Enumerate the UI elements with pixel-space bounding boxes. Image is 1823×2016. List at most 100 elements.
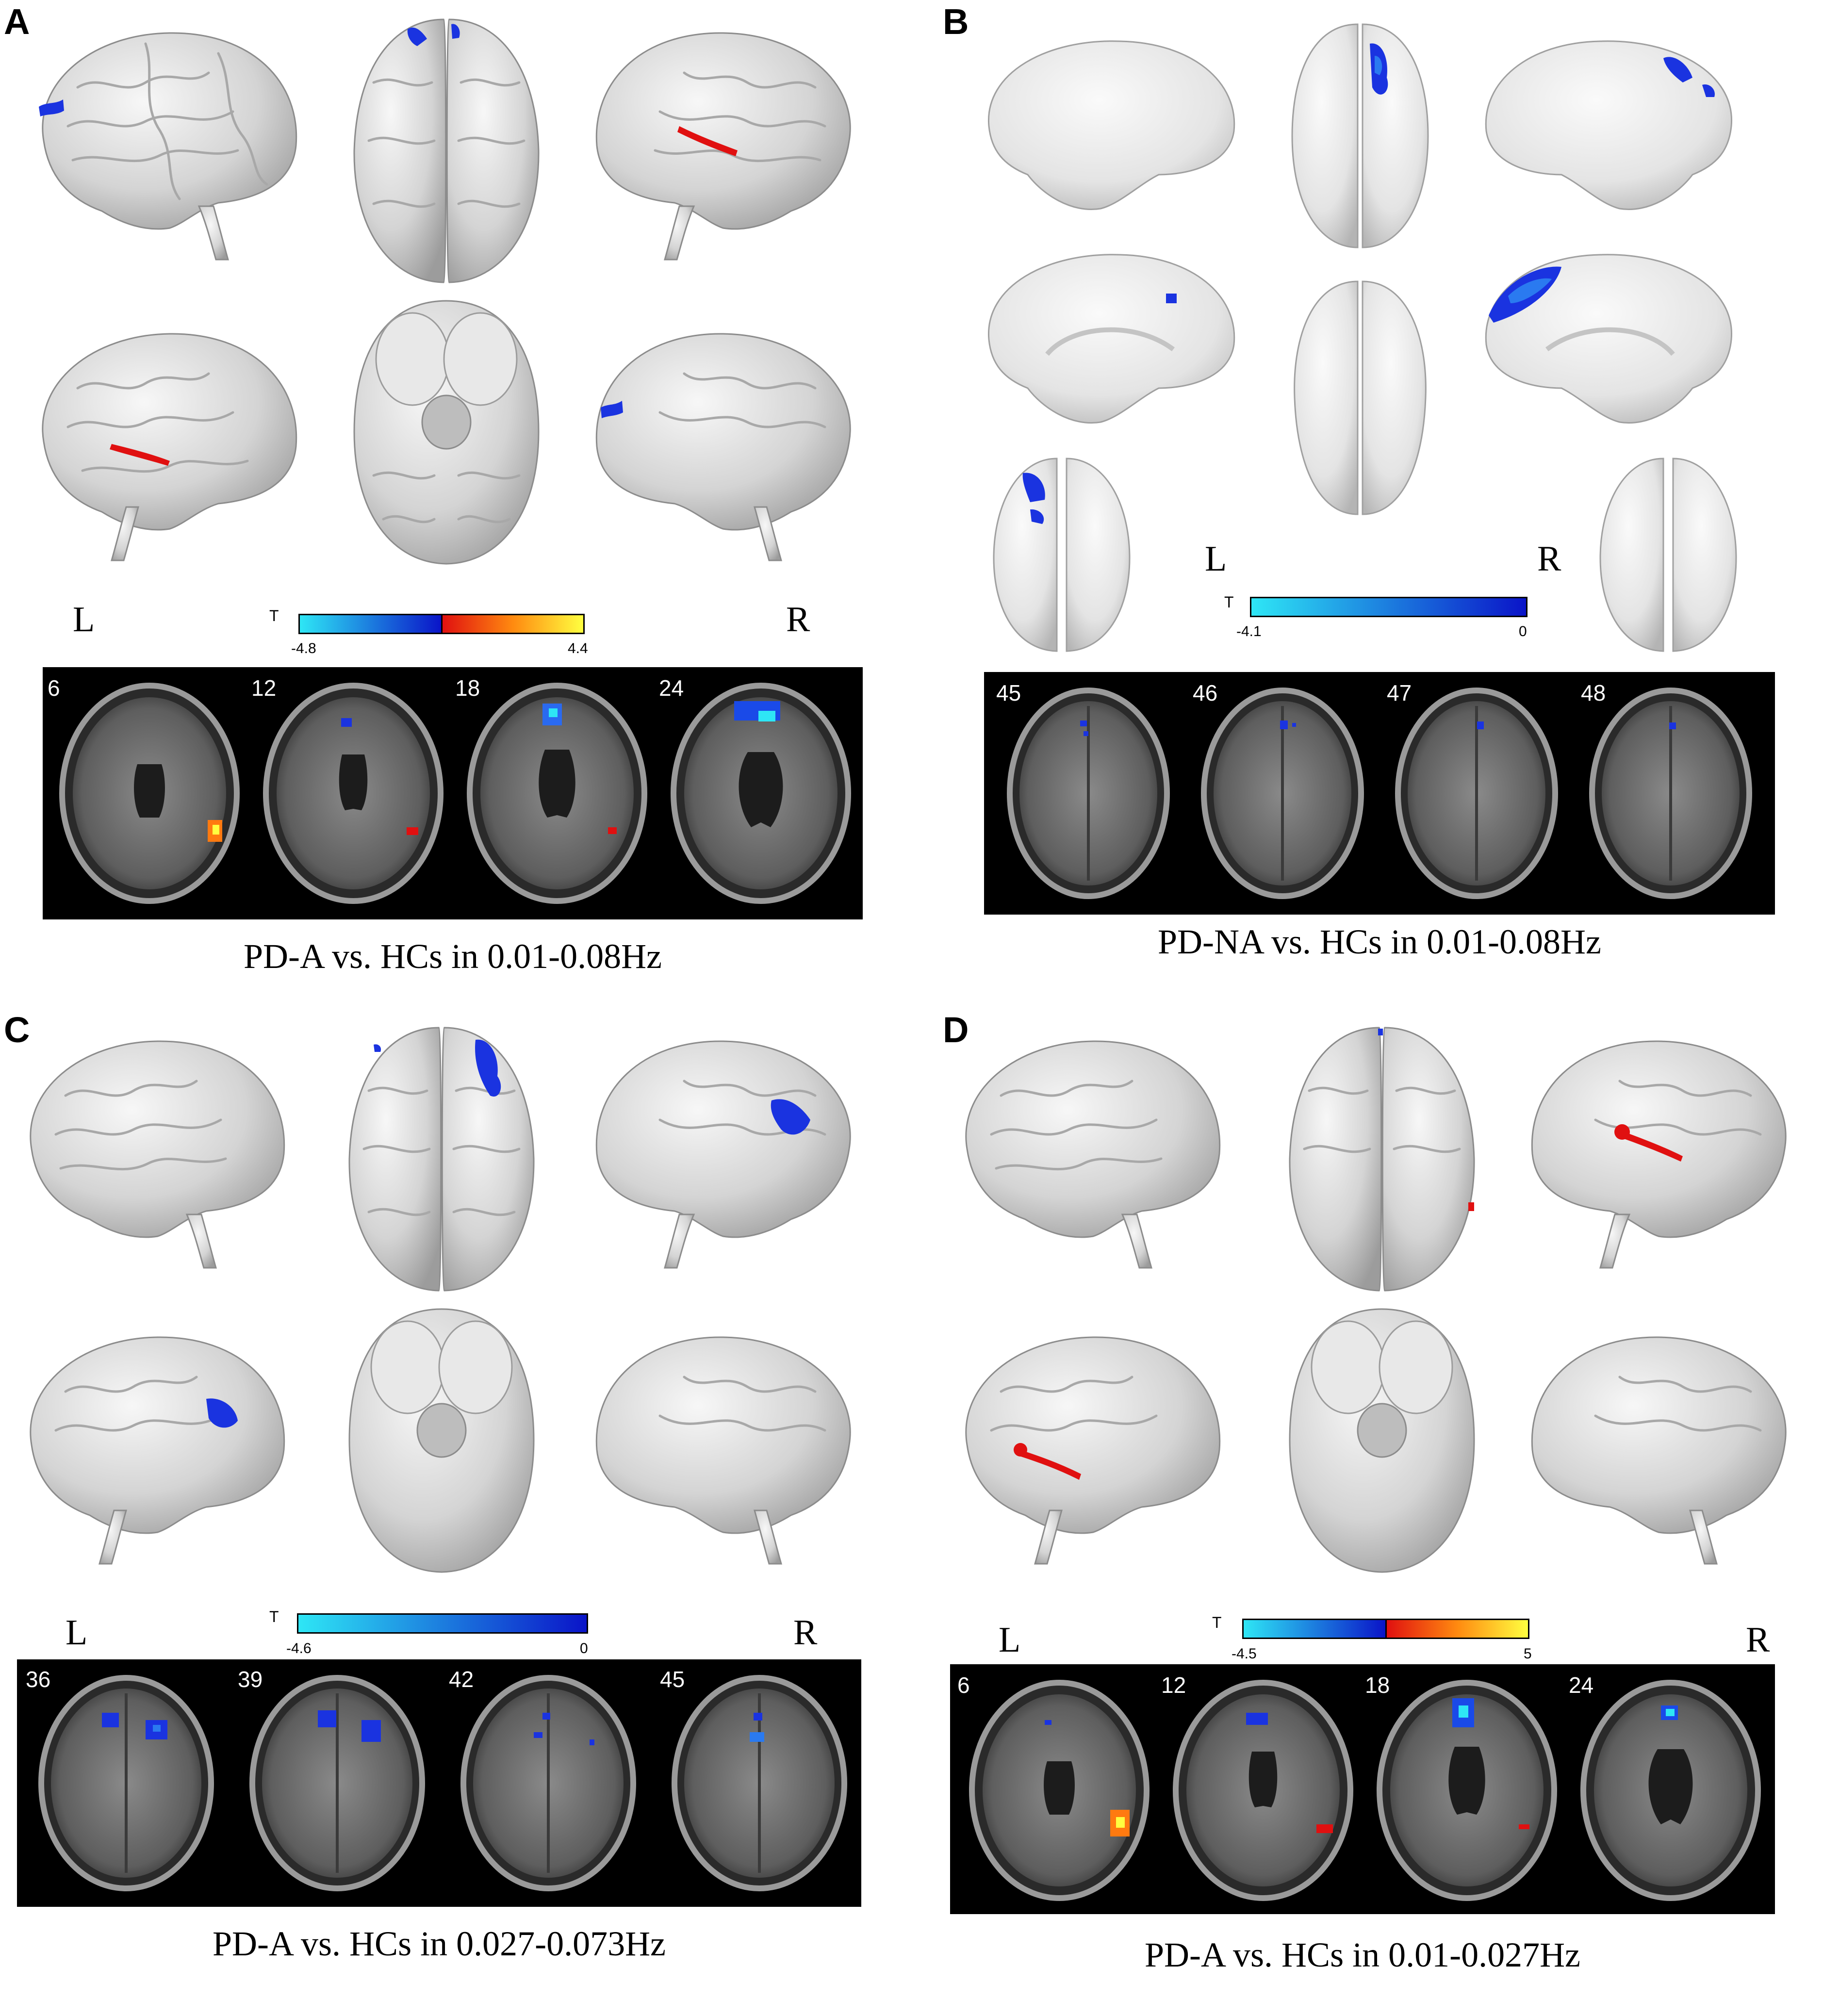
axial-slice: [1377, 1680, 1557, 1901]
axial-slice: [249, 1675, 425, 1891]
axial-slices-strip: 36 39 42 45: [17, 1659, 861, 1907]
colorbar-max: 5: [1524, 1646, 1532, 1662]
colorbar-min: -4.5: [1232, 1646, 1257, 1662]
axial-slice: [1395, 688, 1558, 899]
inflated-medial-right: [1485, 254, 1732, 424]
brain-inferior: [1289, 1308, 1475, 1573]
brain-inferior: [348, 1308, 535, 1573]
colorbar-t-label: T: [1212, 1614, 1222, 1631]
panel-letter: C: [4, 1010, 30, 1050]
colorbar-max: 0: [1519, 623, 1527, 639]
brain-lateral-left: [30, 1040, 285, 1269]
brain-medial-right: [595, 333, 851, 561]
slice-number: 45: [660, 1667, 685, 1692]
axial-slices-strip: 6 12 18 24: [43, 667, 863, 919]
colorbar: [297, 1613, 588, 1634]
brain-medial-left: [42, 333, 297, 561]
axial-slice: [671, 683, 851, 904]
slice-number: 24: [1569, 1672, 1594, 1698]
axial-slice: [1589, 688, 1752, 899]
inflated-medial-left: [988, 254, 1235, 424]
brain-medial-left: [965, 1336, 1221, 1565]
brain-medial-right: [595, 1336, 851, 1565]
axial-slice: [672, 1675, 847, 1891]
panel-caption: PD-A vs. HCs in 0.01-0.08Hz: [243, 937, 662, 976]
slice-number: 12: [251, 675, 277, 701]
brain-inferior: [353, 300, 540, 565]
slice-number: 45: [996, 680, 1021, 705]
colorbar-negative-segment: [1244, 1620, 1385, 1638]
axial-slices-strip: 45 46 47 48: [984, 672, 1775, 915]
slice-number: 46: [1193, 680, 1218, 705]
slice-number: 47: [1387, 680, 1412, 705]
inflated-lateral-left: [988, 40, 1235, 210]
axial-slice: [969, 1680, 1150, 1901]
axial-slice: [1580, 1680, 1761, 1901]
inflated-inferior: [1294, 280, 1427, 515]
brain-medial-right: [1531, 1336, 1787, 1565]
panel-b: B L R T -4.1 0: [911, 0, 1823, 1008]
axial-slice: [1201, 688, 1364, 899]
right-hemisphere-label: R: [1746, 1620, 1770, 1660]
axial-slice: [1173, 1680, 1353, 1901]
left-hemisphere-label: L: [73, 600, 95, 639]
panel-letter: A: [4, 1, 30, 42]
slice-number: 6: [957, 1672, 970, 1698]
right-hemisphere-label: R: [786, 600, 810, 639]
slice-number: 36: [26, 1667, 51, 1692]
panel-d: D: [911, 1008, 1823, 2016]
axial-slice: [59, 683, 240, 904]
slice-number: 18: [1365, 1672, 1390, 1698]
brain-lateral-left: [39, 32, 297, 261]
colorbar-max: 4.4: [568, 640, 588, 656]
colorbar-negative-segment: [300, 615, 441, 633]
axial-slice: [467, 683, 647, 904]
colorbar: [1242, 1619, 1529, 1639]
colorbar-t-label: T: [269, 607, 279, 624]
left-hemisphere-label: L: [1205, 539, 1227, 579]
brain-lateral-right: [595, 32, 851, 261]
left-hemisphere-label: L: [66, 1613, 88, 1653]
panel-letter: B: [943, 1, 969, 42]
axial-slice: [38, 1675, 214, 1891]
axial-slices-strip: 6 12 18 24: [950, 1664, 1775, 1914]
brain-lateral-right: [595, 1040, 851, 1269]
right-hemisphere-label: R: [1537, 539, 1561, 579]
inflated-posterior: [1599, 458, 1737, 652]
colorbar-min: -4.8: [291, 640, 316, 656]
left-hemisphere-label: L: [999, 1620, 1021, 1660]
panel-caption: PD-A vs. HCs in 0.027-0.073Hz: [212, 1924, 666, 1963]
right-hemisphere-label: R: [793, 1613, 818, 1653]
axial-slice: [460, 1675, 636, 1891]
brain-lateral-left: [965, 1040, 1221, 1269]
slice-number: 24: [659, 675, 684, 701]
panel-caption: PD-A vs. HCs in 0.01-0.027Hz: [1144, 1935, 1581, 1974]
panel-letter: D: [943, 1010, 969, 1050]
brain-superior: [353, 18, 540, 283]
colorbar-t-label: T: [269, 1608, 279, 1625]
brain-superior: [1289, 1027, 1475, 1292]
slice-number: 12: [1161, 1672, 1186, 1698]
panel-c: C: [0, 1008, 911, 2016]
inflated-lateral-right: [1485, 40, 1732, 210]
colorbar-positive-segment: [441, 615, 583, 633]
slice-number: 39: [238, 1667, 263, 1692]
slice-number: 18: [455, 675, 480, 701]
slice-number: 48: [1581, 680, 1606, 705]
axial-slice: [263, 683, 443, 904]
colorbar-t-label: T: [1224, 593, 1234, 611]
colorbar-min: -4.1: [1236, 623, 1262, 639]
slice-number: 6: [48, 675, 60, 701]
colorbar: [298, 614, 585, 634]
colorbar-max: 0: [580, 1640, 588, 1656]
slice-number: 42: [449, 1667, 474, 1692]
inflated-anterior: [993, 458, 1131, 652]
axial-slice: [1007, 688, 1170, 899]
inflated-superior: [1291, 23, 1429, 248]
brain-superior: [348, 1027, 535, 1292]
colorbar-min: -4.6: [286, 1640, 312, 1656]
colorbar-positive-segment: [1385, 1620, 1528, 1638]
panel-caption: PD-NA vs. HCs in 0.01-0.08Hz: [1157, 922, 1602, 961]
panel-a: A: [0, 0, 911, 1008]
brain-lateral-right: [1531, 1040, 1787, 1269]
